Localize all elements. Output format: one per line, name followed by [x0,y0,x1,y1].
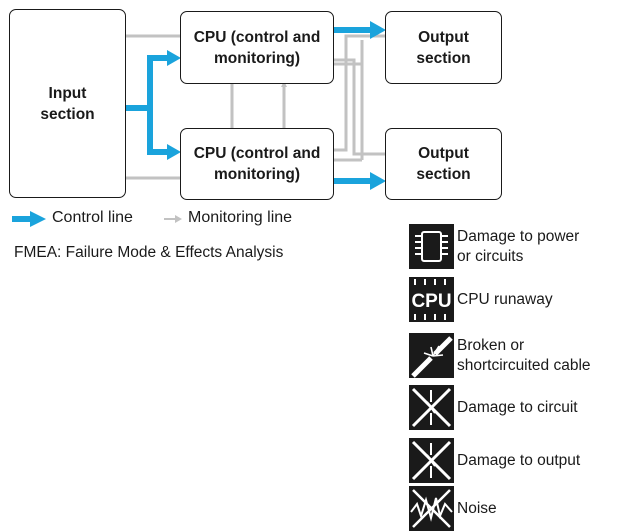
output-top-box: Output section [385,11,502,84]
failure-label: Noise [457,499,497,517]
cpu-bottom-label: CPU (control and monitoring) [193,145,321,183]
failure-item-broken-cable: Broken or shortcircuited cable [409,333,591,378]
failure-item-noise: Noise [409,486,497,531]
fmea-note: FMEA: Failure Mode & Effects Analysis [14,244,284,261]
output-bottom-box: Output section [385,128,502,200]
connection-lines [125,21,386,190]
monitoring-line-output-bottom-feedback [334,58,385,156]
output-damage-icon [409,438,454,483]
control-lines [125,21,386,190]
failure-label: Broken or shortcircuited cable [457,336,591,374]
control-arrowhead-cpu-top [167,50,181,66]
chip-damage-icon [409,224,454,269]
cpu-top-label: CPU (control and monitoring) [193,28,321,67]
failure-item-cpu-runaway: CPU CPU runaway [409,277,553,322]
control-line-legend-icon [12,211,46,227]
control-arrowhead-output-bottom [370,172,386,190]
input-section-box: Input section [9,9,126,198]
control-arrowhead-cpu-bottom [167,144,181,160]
monitoring-line-legend-label: Monitoring line [188,209,293,226]
output-bottom-label: Output section [416,145,471,183]
failure-label: Damage to circuit [457,398,578,416]
output-top-label: Output section [416,28,471,67]
control-line-input-to-cpus [125,55,168,155]
cpu-bottom-box: CPU (control and monitoring) [180,128,334,200]
monitoring-line-output-top-feedback [334,34,385,152]
input-section-label: Input section [40,84,95,123]
monitoring-lines [125,34,385,180]
failure-item-damage-circuit: Damage to circuit [409,385,578,430]
noise-icon [409,486,454,531]
failure-label: Damage to output [457,451,581,469]
cpu-top-box: CPU (control and monitoring) [180,11,334,84]
circuit-damage-icon [409,385,454,430]
monitoring-line-legend-icon [164,215,182,223]
control-arrowhead-output-top [370,21,386,39]
failure-item-damage-output: Damage to output [409,438,580,483]
failure-label: Damage to power or circuits [457,227,580,265]
cpu-runaway-icon: CPU [409,277,454,322]
failure-label: CPU runaway [457,290,553,308]
cpu-icon-text: CPU [411,291,451,312]
failure-item-damage-power: Damage to power or circuits [409,224,579,269]
broken-cable-icon [409,333,454,378]
control-line-legend-label: Control line [52,209,133,226]
